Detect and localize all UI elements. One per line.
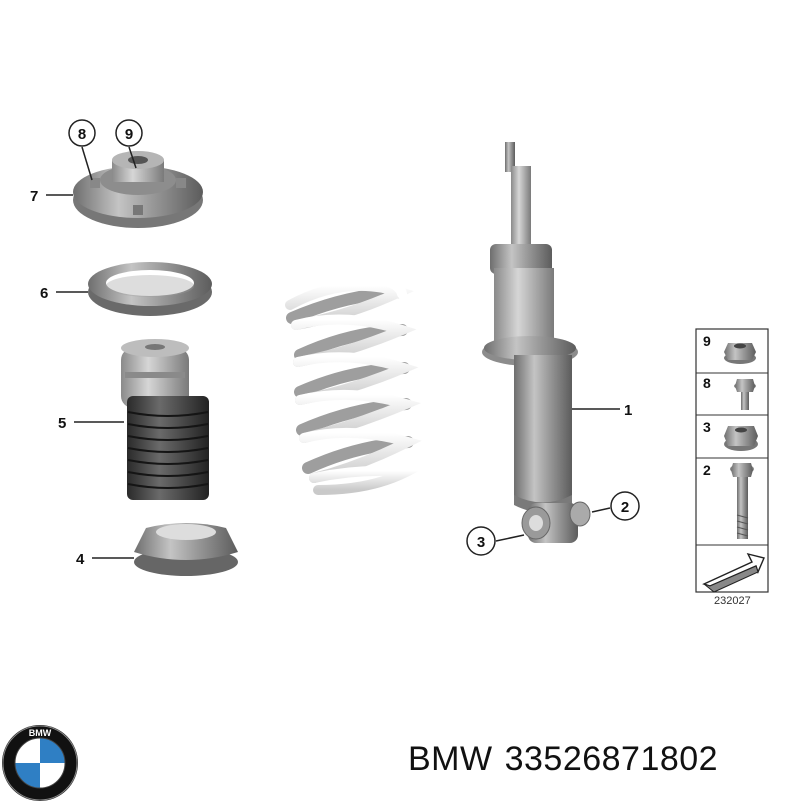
legend-row-label: 8 [703,375,711,391]
callout-4: 4 [76,551,85,568]
legend-row-label: 3 [703,419,711,435]
svg-text:9: 9 [125,126,133,143]
callout-3: 3 [466,526,496,556]
top-mount-part [73,151,203,228]
bmw-logo: BMW [2,725,78,801]
front-direction-arrow-icon [702,552,765,593]
bearing-ring-part [88,262,212,316]
callout-2: 2 [610,491,640,521]
coil-spring-part [285,270,425,495]
brand-name: BMW [408,740,493,778]
flange-nut-icon [724,426,758,451]
lower-spring-seat-part [134,523,238,576]
flange-nut-icon [724,343,756,364]
hex-bolt-short-icon [734,379,756,410]
logo-quadrant-blue [40,738,65,763]
callout-1: 1 [624,402,632,419]
part-label: BMW 33526871802 [408,740,730,779]
logo-letters: BMW [29,728,52,738]
callout-6: 6 [40,285,48,302]
footer: BMW BMW 33526871802 [0,715,800,801]
leader-lines [46,146,620,559]
logo-quadrant-blue [15,763,40,788]
callout-9: 9 [115,119,143,147]
svg-text:3: 3 [477,534,485,551]
diagram-code: 232027 [714,595,751,607]
hardware-legend: 9 8 3 2 [695,328,769,593]
long-bolt-icon [730,463,754,539]
callout-8: 8 [68,119,96,147]
legend-row-label: 2 [703,462,711,478]
callout-5: 5 [58,415,66,432]
svg-text:2: 2 [621,499,629,516]
shock-absorber-part [482,142,591,543]
svg-text:8: 8 [78,126,86,143]
callout-7: 7 [30,188,38,205]
part-number: 33526871802 [504,740,719,778]
legend-row-label: 9 [703,333,711,349]
bump-stop-and-boot-part [121,339,209,500]
